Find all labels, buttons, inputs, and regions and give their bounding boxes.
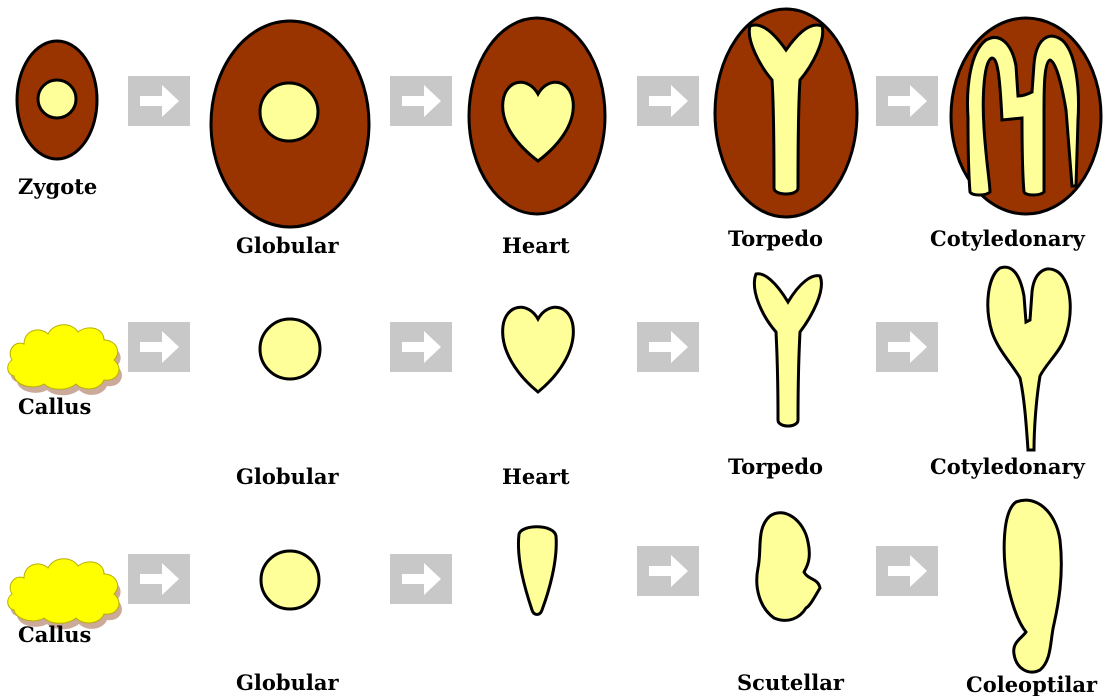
right-arrow-icon (637, 322, 699, 372)
stage-label: Coleoptilar (966, 672, 1098, 696)
globular-shape (260, 319, 320, 379)
globular-seed-shape (211, 21, 369, 227)
torpedo-seed-shape (715, 9, 857, 217)
zygote-shape (17, 41, 97, 159)
right-arrow-icon (390, 322, 452, 372)
row-somatic-dicot: Callus Globular Heart Torpedo Cotyledona… (8, 267, 1086, 489)
torpedo-shape (754, 274, 821, 426)
right-arrow-icon (128, 554, 190, 604)
right-arrow-icon (390, 554, 452, 604)
stage-label: Cotyledonary (930, 226, 1086, 251)
stage-label: Callus (18, 394, 91, 419)
stage-label: Cotyledonary (930, 454, 1086, 479)
heart-shape (503, 307, 574, 392)
stage-label: Globular (236, 233, 339, 258)
callus-shape (8, 559, 122, 630)
stage-label: Heart (502, 464, 570, 489)
stage-label: Scutellar (737, 670, 845, 695)
right-arrow-icon (390, 76, 452, 126)
elongated-embryo-shape (518, 527, 556, 615)
row-somatic-monocot: Callus Globular Scutellar Coleoptilar (8, 500, 1098, 696)
stage-label: Globular (236, 464, 339, 489)
stage-label: Zygote (18, 174, 97, 199)
scutellar-shape (757, 513, 820, 621)
right-arrow-icon (637, 546, 699, 596)
cotyledonary-shape (988, 267, 1070, 450)
right-arrow-icon (128, 76, 190, 126)
stage-label: Globular (236, 670, 339, 695)
stage-label: Heart (502, 233, 570, 258)
stage-label: Torpedo (728, 226, 823, 251)
row-zygotic: Zygote Globular Heart Torpedo Cotyledona… (17, 9, 1101, 258)
callus-shape (8, 325, 122, 396)
globular-shape (261, 551, 319, 609)
right-arrow-icon (876, 322, 938, 372)
right-arrow-icon (637, 76, 699, 126)
right-arrow-icon (128, 322, 190, 372)
stage-label: Torpedo (728, 454, 823, 479)
heart-seed-shape (469, 18, 605, 214)
right-arrow-icon (876, 76, 938, 126)
coleoptilar-shape (1004, 500, 1061, 672)
cotyledonary-seed-shape (951, 18, 1101, 214)
right-arrow-icon (876, 546, 938, 596)
stage-label: Callus (18, 622, 91, 647)
